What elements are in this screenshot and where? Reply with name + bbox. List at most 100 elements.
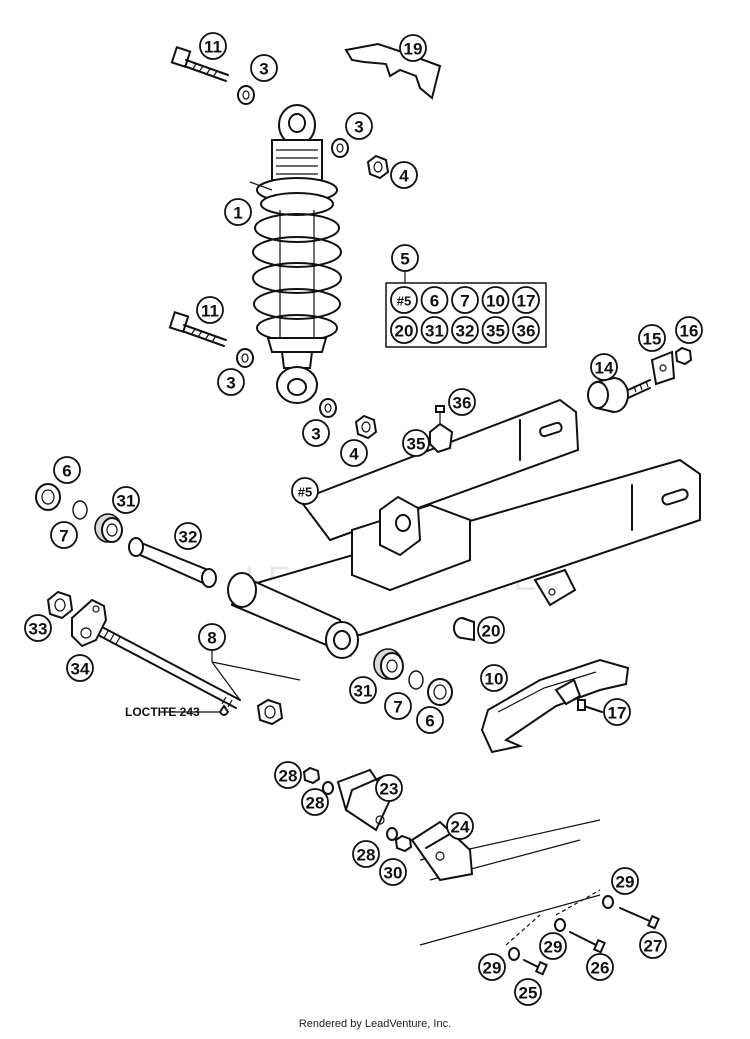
callout-c19[interactable]: 19 xyxy=(399,34,427,62)
sleeve-32[interactable] xyxy=(128,537,217,588)
callout-c14-label: 14 xyxy=(595,359,614,378)
callout-c24[interactable]: 24 xyxy=(446,812,474,840)
callout-c11b[interactable]: 11 xyxy=(196,296,224,324)
callout-c11a[interactable]: 11 xyxy=(199,32,227,60)
callout-c3b[interactable]: 3 xyxy=(345,112,373,140)
callout-c23-label: 23 xyxy=(380,780,399,799)
callout-c6b[interactable]: 6 xyxy=(416,706,444,734)
callout-c20[interactable]: 20 xyxy=(477,616,505,644)
washer-29-b[interactable] xyxy=(554,918,566,932)
callout-c34[interactable]: 34 xyxy=(66,654,94,682)
callout-c29b[interactable]: 29 xyxy=(539,932,567,960)
callout-c28a-label: 28 xyxy=(279,767,298,786)
kit-item-2[interactable]: 7 xyxy=(451,286,479,314)
kit-item-1[interactable]: 6 xyxy=(420,286,449,314)
bracket-24[interactable] xyxy=(410,820,474,882)
o-ring-7-right[interactable] xyxy=(408,670,424,690)
callout-c30[interactable]: 30 xyxy=(379,858,407,886)
kit-item-4[interactable]: 17 xyxy=(512,286,540,314)
callout-c23[interactable]: 23 xyxy=(375,774,403,802)
washer-28-c[interactable] xyxy=(386,827,398,841)
callout-c31a[interactable]: 31 xyxy=(112,486,140,514)
bearing-31-left[interactable] xyxy=(94,513,123,543)
kit-item-9[interactable]: 36 xyxy=(512,316,540,344)
chain-guide[interactable] xyxy=(480,658,630,754)
bushing-20[interactable] xyxy=(453,617,475,642)
seal-6-right[interactable] xyxy=(427,678,453,706)
nut-33[interactable] xyxy=(46,590,74,620)
callout-c35[interactable]: 35 xyxy=(402,429,430,457)
callout-c29a[interactable]: 29 xyxy=(611,867,639,895)
nut-4-top[interactable] xyxy=(366,154,390,180)
bolt-27[interactable] xyxy=(619,907,661,930)
callout-c10-label: 10 xyxy=(485,670,504,689)
kit-item-0[interactable]: #5 xyxy=(390,286,418,314)
washer-3-top[interactable] xyxy=(237,85,255,105)
shock-absorber[interactable] xyxy=(252,104,342,404)
kit-item-8[interactable]: 35 xyxy=(481,316,510,344)
callout-c25[interactable]: 25 xyxy=(514,978,542,1006)
callout-c4a[interactable]: 4 xyxy=(390,161,418,189)
screw-17[interactable] xyxy=(577,699,603,713)
chain-guide-clamp[interactable] xyxy=(429,405,454,454)
callout-c7a[interactable]: 7 xyxy=(50,521,78,549)
bolt-26[interactable] xyxy=(569,931,607,954)
chain-slider-roller[interactable] xyxy=(587,377,651,413)
callout-c15[interactable]: 15 xyxy=(638,324,666,352)
loctite-drop xyxy=(218,704,230,716)
callout-c29c[interactable]: 29 xyxy=(478,953,506,981)
washer-29-c[interactable] xyxy=(508,947,520,961)
callout-c3a[interactable]: 3 xyxy=(250,54,278,82)
bolt-lower[interactable] xyxy=(168,310,227,347)
nut-4-lower[interactable] xyxy=(354,414,378,440)
o-ring-7-left[interactable] xyxy=(72,500,88,520)
bolt-top[interactable] xyxy=(170,45,229,82)
callout-c8[interactable]: 8 xyxy=(198,623,226,651)
callout-c33[interactable]: 33 xyxy=(24,614,52,642)
callout-c36[interactable]: 36 xyxy=(448,388,476,416)
callout-c28a[interactable]: 28 xyxy=(274,761,302,789)
kit-item-5[interactable]: 20 xyxy=(390,316,418,344)
callout-c4b[interactable]: 4 xyxy=(340,439,368,467)
callout-c26[interactable]: 26 xyxy=(586,953,614,981)
callout-c3d[interactable]: 3 xyxy=(302,419,330,447)
callout-c17[interactable]: 17 xyxy=(603,698,631,726)
callout-c1[interactable]: 1 xyxy=(224,198,252,226)
callout-c14[interactable]: 14 xyxy=(590,353,618,381)
callout-c28b[interactable]: 28 xyxy=(301,788,329,816)
washer-29-a[interactable] xyxy=(602,895,614,909)
callout-c5[interactable]: 5 xyxy=(391,244,419,272)
callout-c6a[interactable]: 6 xyxy=(53,456,81,484)
callout-c29b-label: 29 xyxy=(544,938,563,957)
bearing-31-right[interactable] xyxy=(373,648,404,680)
nut-30[interactable] xyxy=(394,834,413,853)
plate-34[interactable] xyxy=(71,598,108,648)
washer-3-right[interactable] xyxy=(331,138,349,158)
nut-16[interactable] xyxy=(674,346,693,366)
kit-item-6[interactable]: 31 xyxy=(420,316,449,344)
nut-28-a[interactable] xyxy=(302,766,321,785)
slider-bracket[interactable] xyxy=(650,350,676,386)
washer-28-b[interactable] xyxy=(322,781,334,795)
callout-c17-label: 17 xyxy=(608,704,627,723)
callout-c19-label: 19 xyxy=(404,40,423,59)
bolt-25[interactable] xyxy=(523,959,549,976)
callout-c28c[interactable]: 28 xyxy=(352,840,380,868)
pivot-axle[interactable] xyxy=(99,627,241,709)
callout-c5b[interactable]: #5 xyxy=(291,477,319,505)
callout-c16[interactable]: 16 xyxy=(675,316,703,344)
axle-nut[interactable] xyxy=(256,698,284,726)
callout-c3c[interactable]: 3 xyxy=(217,368,245,396)
washer-3-lower-left[interactable] xyxy=(236,348,254,368)
callout-c32[interactable]: 32 xyxy=(174,522,202,550)
callout-c7b[interactable]: 7 xyxy=(384,692,412,720)
callout-c31b[interactable]: 31 xyxy=(349,676,377,704)
swingarm[interactable] xyxy=(227,398,701,659)
washer-3-lower-right[interactable] xyxy=(319,398,337,418)
kit-item-7[interactable]: 32 xyxy=(451,316,479,344)
callout-c10[interactable]: 10 xyxy=(480,664,508,692)
kit-item-3[interactable]: 10 xyxy=(481,286,510,314)
callout-c27[interactable]: 27 xyxy=(639,931,667,959)
seal-6-left[interactable] xyxy=(35,483,61,511)
